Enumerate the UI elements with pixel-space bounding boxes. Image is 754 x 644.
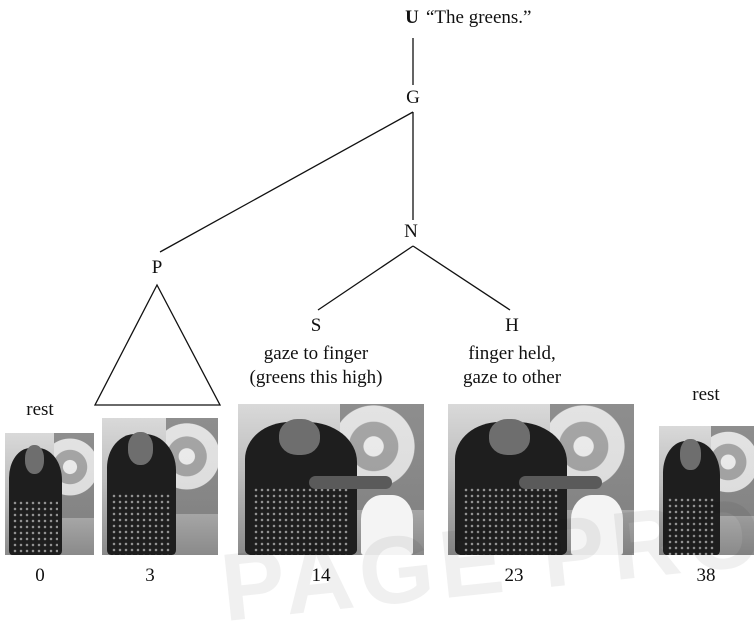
speaker-shirt-pattern (666, 496, 716, 555)
video-frame-4 (659, 426, 754, 555)
speaker-shirt-pattern (12, 500, 59, 555)
speaker-shirt-pattern (111, 493, 172, 555)
node-u: U (405, 7, 419, 28)
speaker-shirt-pattern (462, 487, 560, 555)
h-label: finger held, gaze to other (463, 342, 561, 390)
s-label-line1: gaze to finger (263, 343, 369, 364)
node-n: N (404, 221, 418, 242)
speaker-face (24, 445, 45, 475)
tree-diagram (93, 38, 511, 406)
video-frame-1 (102, 418, 218, 555)
node-s: S (310, 315, 322, 336)
pointing-arm (308, 476, 393, 489)
child-figure (360, 494, 413, 555)
h-label-line2: gaze to other (462, 367, 562, 388)
s-label: gaze to finger (greens this high) (250, 342, 383, 390)
edge-n-h (412, 245, 511, 311)
frame-caption-0: rest (26, 399, 54, 420)
speaker-face (488, 419, 530, 456)
frame-time-1: 3 (145, 565, 155, 586)
node-h: H (505, 315, 519, 336)
frame-time-4: 38 (696, 565, 716, 586)
speaker-face (679, 438, 701, 470)
node-g: G (406, 87, 420, 108)
video-frame-2 (238, 404, 424, 555)
child-figure (570, 494, 623, 555)
frame-caption-4: rest (692, 384, 720, 405)
pointing-arm (518, 476, 603, 489)
p-subtree-triangle (93, 283, 222, 406)
video-frame-0 (5, 433, 94, 555)
speaker-shirt-pattern (252, 487, 350, 555)
speaker-face (278, 419, 320, 456)
speaker-face (127, 431, 154, 465)
edge-g-p (159, 111, 414, 253)
video-frame-3 (448, 404, 634, 555)
frame-time-2: 14 (311, 565, 331, 586)
node-p: P (151, 257, 163, 278)
utterance-text: “The greens.” (426, 7, 532, 28)
s-label-line2: (greens this high) (249, 367, 383, 388)
frame-time-0: 0 (35, 565, 45, 586)
frame-time-3: 23 (504, 565, 524, 586)
edge-n-s (317, 245, 414, 311)
h-label-line1: finger held, (468, 343, 556, 364)
